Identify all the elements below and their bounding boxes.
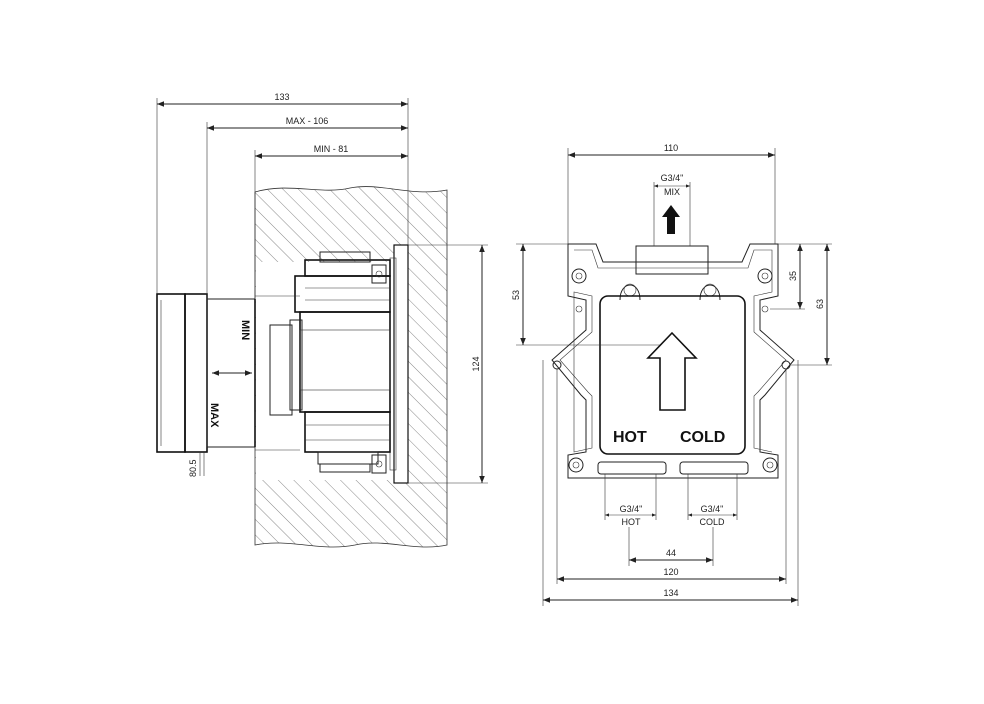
dim-right-height-large: 63 bbox=[790, 244, 832, 366]
hot-label-large: HOT bbox=[613, 429, 647, 446]
hot-thread-callout: G3/4" HOT bbox=[604, 474, 657, 527]
dim-offset: 80.5 bbox=[188, 452, 205, 477]
valve-body bbox=[269, 251, 391, 474]
svg-text:124: 124 bbox=[471, 356, 481, 371]
svg-text:COLD: COLD bbox=[699, 517, 725, 527]
dim-min-depth: MIN - 81 bbox=[254, 144, 408, 299]
mix-thread: G3/4" bbox=[661, 173, 684, 183]
svg-text:HOT: HOT bbox=[622, 517, 642, 527]
wall-cutout bbox=[256, 262, 396, 480]
min-label: MIN bbox=[239, 320, 251, 340]
frame-bolts bbox=[552, 268, 791, 473]
dim-plate-height: 124 bbox=[408, 244, 488, 484]
svg-text:MAX - 106: MAX - 106 bbox=[286, 116, 329, 126]
mix-outlet bbox=[635, 245, 709, 275]
svg-text:G3/4": G3/4" bbox=[620, 504, 643, 514]
extension-sleeve bbox=[156, 293, 300, 453]
dim-left-height: 53 bbox=[511, 243, 660, 346]
svg-text:35: 35 bbox=[788, 271, 798, 281]
svg-text:110: 110 bbox=[664, 143, 678, 153]
mix-label: MIX bbox=[664, 187, 680, 197]
svg-text:G3/4": G3/4" bbox=[701, 504, 724, 514]
dim-overall-width: 134 bbox=[542, 360, 799, 606]
dim-right-height-small: 35 bbox=[770, 243, 832, 310]
dim-overall-depth: 133 bbox=[156, 92, 409, 294]
side-view: MIN MAX 133 MAX - 106 MIN - 81 124 bbox=[156, 92, 488, 548]
svg-text:44: 44 bbox=[666, 548, 676, 558]
svg-text:134: 134 bbox=[663, 588, 678, 598]
svg-text:80.5: 80.5 bbox=[188, 459, 198, 477]
cold-label-large: COLD bbox=[680, 429, 725, 446]
dim-max-depth: MAX - 106 bbox=[206, 116, 408, 299]
mix-arrow-icon bbox=[662, 205, 680, 234]
cover-plate bbox=[599, 295, 746, 455]
dim-top-width: 110 bbox=[567, 143, 776, 244]
dim-bracket-width: 120 bbox=[556, 369, 787, 584]
dim-pipe-spacing: 44 bbox=[628, 527, 714, 566]
flow-arrow-icon bbox=[646, 331, 698, 411]
mounting-plate bbox=[393, 244, 409, 484]
cold-inlet bbox=[679, 461, 749, 475]
mounting-frame bbox=[551, 243, 795, 479]
svg-text:MIN - 81: MIN - 81 bbox=[314, 144, 349, 154]
svg-text:53: 53 bbox=[511, 290, 521, 300]
svg-text:133: 133 bbox=[274, 92, 289, 102]
svg-text:63: 63 bbox=[815, 299, 825, 309]
front-view: HOT COLD G3/4" MIX 110 53 bbox=[511, 143, 832, 606]
max-label: MAX bbox=[208, 403, 220, 428]
hot-inlet bbox=[597, 461, 667, 475]
svg-text:120: 120 bbox=[663, 567, 678, 577]
cold-thread-callout: G3/4" COLD bbox=[687, 474, 738, 527]
